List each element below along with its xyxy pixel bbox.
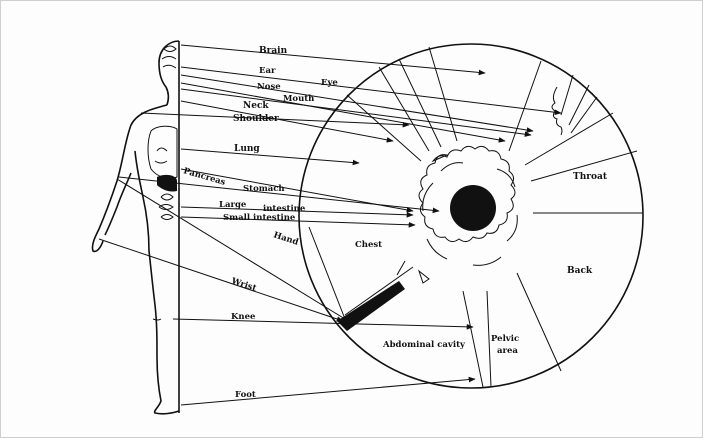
- label-back: Back: [567, 266, 593, 276]
- pointer-lines: [98, 44, 562, 406]
- label-nose: Nose: [257, 82, 281, 92]
- label-pelvic: Pelvic: [491, 334, 519, 344]
- label-mouth: Mouth: [283, 94, 314, 104]
- label-large: Large: [219, 200, 247, 210]
- label-stomach: Stomach: [243, 184, 285, 194]
- label-chest: Chest: [355, 240, 382, 250]
- label-hand: Hand: [272, 230, 300, 247]
- label-abdominal-cavity: Abdominal cavity: [382, 340, 466, 350]
- pupil: [450, 185, 496, 231]
- label-ear: Ear: [259, 66, 276, 76]
- label-brain: Brain: [259, 46, 288, 56]
- iris-chart: [298, 43, 644, 389]
- labels: Brain Ear Eye Nose Mouth Neck Shoulder L…: [182, 46, 608, 400]
- label-eye: Eye: [321, 78, 338, 88]
- label-neck: Neck: [243, 101, 269, 111]
- label-lung: Lung: [234, 144, 260, 154]
- label-shoulder: Shoulder: [233, 114, 279, 124]
- wreath-ring: [418, 145, 516, 243]
- label-throat: Throat: [573, 172, 608, 182]
- label-knee: Knee: [231, 312, 256, 322]
- label-area: area: [497, 346, 518, 356]
- label-small-intestine: Small intestine: [223, 213, 296, 223]
- label-foot: Foot: [235, 390, 256, 400]
- label-wrist: Wrist: [229, 276, 257, 294]
- label-intestine: intestine: [263, 204, 306, 214]
- human-figure: [91, 40, 180, 415]
